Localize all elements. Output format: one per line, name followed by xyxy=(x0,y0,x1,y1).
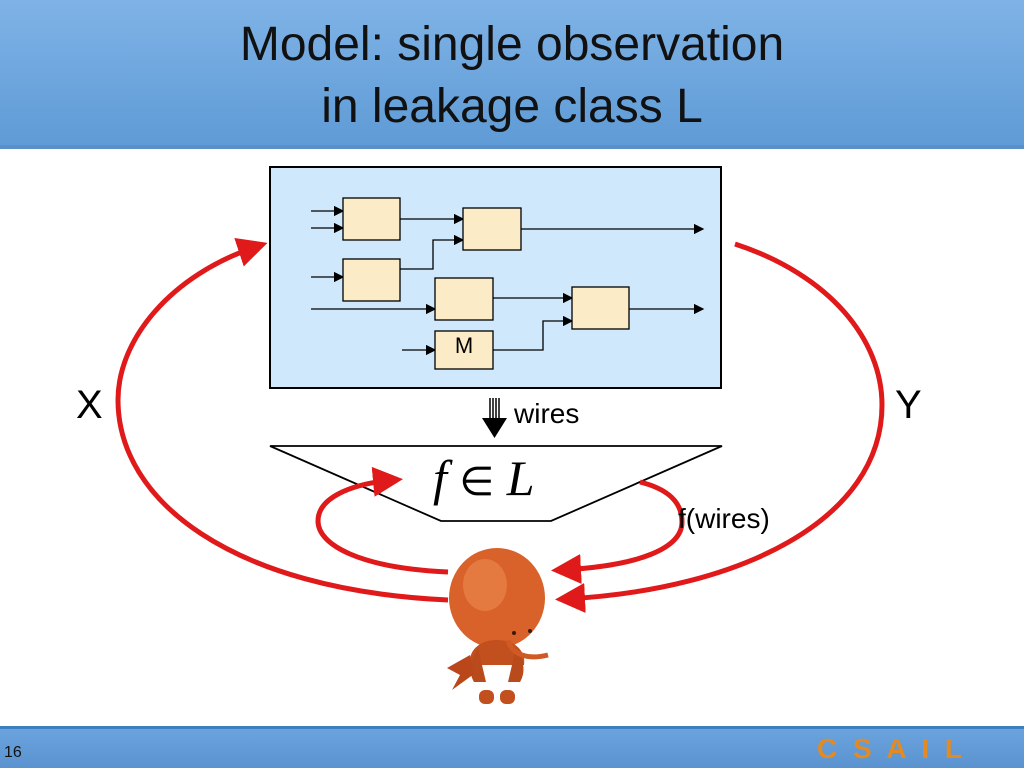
csail-logo: C S A I L xyxy=(817,733,967,764)
wires-down-arrow xyxy=(482,398,507,438)
formula-element-of: ∈ xyxy=(459,459,495,504)
gate-3 xyxy=(342,258,401,302)
gate-2 xyxy=(462,207,522,251)
page-number: 16 xyxy=(4,744,22,761)
title-line-1: Model: single observation xyxy=(239,18,785,71)
slide-title: Model: single observation in leakage cla… xyxy=(0,14,1024,138)
slide-footer xyxy=(0,726,1024,768)
adversary-figure xyxy=(447,548,549,704)
gate-5 xyxy=(571,286,630,330)
slide-header xyxy=(0,0,1024,145)
gate-4 xyxy=(434,277,494,321)
memory-gate xyxy=(434,330,494,370)
title-line-2: in leakage class L xyxy=(321,80,703,133)
circuit-gates xyxy=(342,197,630,370)
memory-label: M xyxy=(454,333,474,358)
gate-1 xyxy=(342,197,401,241)
diagram xyxy=(115,166,885,704)
leakage-formula: f ∈ L xyxy=(433,449,535,507)
circuit-wires xyxy=(311,205,705,356)
formula-f: f xyxy=(433,450,447,506)
label-x: X xyxy=(76,383,103,427)
label-wires: wires xyxy=(514,398,580,429)
input-x-arrow xyxy=(115,238,449,603)
formula-l: L xyxy=(506,450,535,506)
query-f-arrow xyxy=(315,466,449,575)
header-divider xyxy=(0,145,1024,149)
label-y: Y xyxy=(895,383,922,427)
output-y-arrow xyxy=(555,241,885,613)
label-f-wires: f(wires) xyxy=(678,503,770,534)
leakage-return-arrow xyxy=(551,479,685,584)
